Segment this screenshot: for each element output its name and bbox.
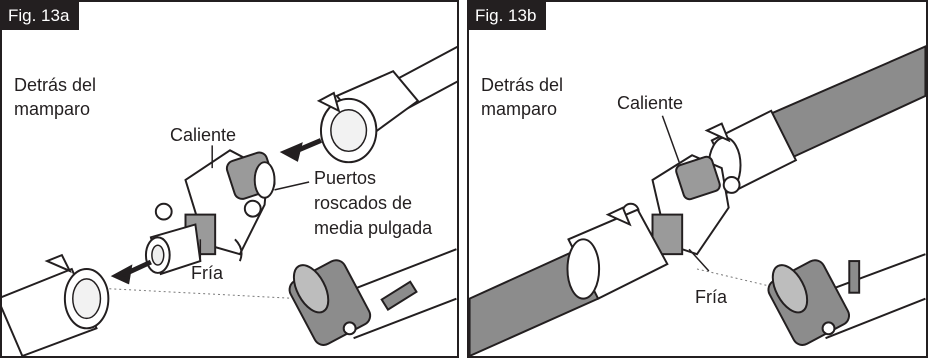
lower-hose [2,253,110,356]
pipe-with-clamp [288,248,457,346]
hot-label: Caliente [170,125,237,145]
figure-label: Fig. 13b [469,2,547,30]
lower-hose-connected [469,206,669,356]
valve-assembly-diagram-a [2,45,457,356]
location-label-line2: mamparo [14,99,91,119]
ports-label-line3: media pulgada [314,218,433,238]
pipe-with-clamp [767,253,926,346]
upper-hose-connected [704,45,926,194]
tee-valve-connected [621,154,741,256]
location-label-line1: Detrás del [481,75,564,95]
ports-label-line2: roscados de [314,193,413,213]
ports-label-line1: Puertos [314,168,377,188]
hot-label: Caliente [617,93,684,113]
tee-valve [144,149,276,276]
cold-label: Fría [695,287,728,307]
cold-label: Fría [191,263,224,283]
arrow-lower [110,259,152,285]
arrow-upper [279,138,322,162]
upper-hose [316,45,457,164]
valve-assembly-diagram-b [469,45,926,356]
figure-panel-13b: Fig. 13b [467,0,928,358]
location-label-line2: mamparo [481,99,558,119]
figure-panel-13a: Fig. 13a [0,0,459,358]
figure-label: Fig. 13a [2,2,80,30]
location-label-line1: Detrás del [14,75,97,95]
